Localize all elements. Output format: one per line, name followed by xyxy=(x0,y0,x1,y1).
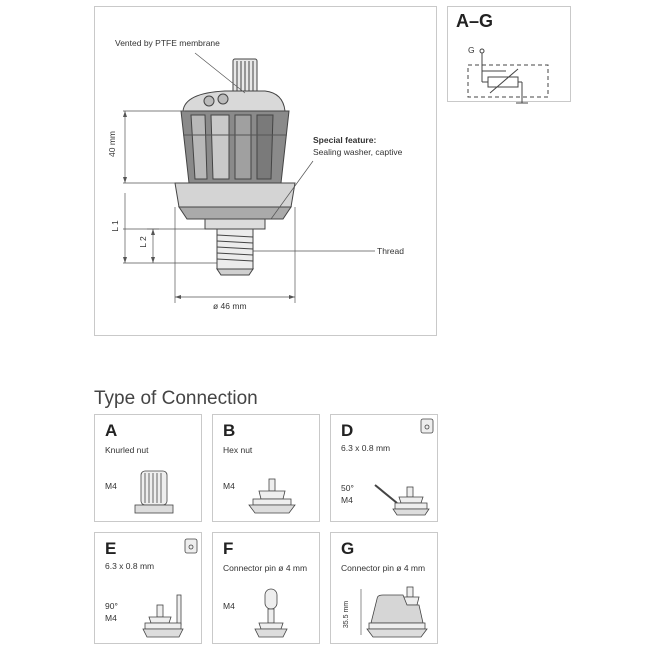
sensor-body xyxy=(180,110,290,184)
dim-l2-label: L 2 xyxy=(137,236,148,248)
dimension-lines xyxy=(123,52,375,303)
sensor-drawing-panel: Vented by PTFE membrane Special feature:… xyxy=(94,6,437,336)
cell-angle: 50° xyxy=(341,483,354,493)
cell-size: M4 xyxy=(223,601,235,611)
dim-l1-label: L 1 xyxy=(109,220,120,232)
thread-label: Thread xyxy=(377,246,404,256)
cell-size: M4 xyxy=(223,481,235,491)
cell-letter: D xyxy=(341,421,354,440)
connection-cell-d: D 6.3 x 0.8 mm 50° M4 xyxy=(330,414,438,522)
cell-size: M4 xyxy=(105,613,117,623)
sensor-top xyxy=(182,90,286,112)
hex-nut-drawing xyxy=(248,478,296,514)
connection-cell-b: B Hex nut M4 xyxy=(212,414,320,522)
cell-label: Connector pin ø 4 mm xyxy=(223,563,308,573)
schematic-panel: A–G G xyxy=(447,6,571,104)
dimension-arrows xyxy=(123,111,295,299)
cell-angle: 90° xyxy=(105,601,118,611)
vent-cap xyxy=(232,58,258,106)
cell-label: 6.3 x 0.8 mm xyxy=(105,561,155,571)
dim-height-label: 40 mm xyxy=(106,131,117,157)
connection-cell-g: G Connector pin ø 4 mm 35.5 mm xyxy=(330,532,438,644)
special-feature-title: Special feature: xyxy=(313,135,377,145)
vent-label: Vented by PTFE membrane xyxy=(115,38,220,48)
knurled-nut-drawing xyxy=(134,470,174,514)
cell-letter: E xyxy=(105,539,117,558)
cell-letter: B xyxy=(223,421,236,440)
diameter-label: ø 46 mm xyxy=(213,301,247,311)
connection-cell-a: A Knurled nut M4 xyxy=(94,414,202,522)
schematic-terminal-label: G xyxy=(468,45,475,55)
cell-letter: F xyxy=(223,539,234,558)
sensor-drawing xyxy=(123,52,375,303)
schematic-title: A–G xyxy=(456,11,494,31)
flat-connector-90-drawing xyxy=(142,538,198,638)
cell-size: M4 xyxy=(341,495,353,505)
flat-connector-50-drawing xyxy=(374,418,434,516)
sensor-thread xyxy=(216,228,254,276)
connection-title: Type of Connection xyxy=(94,388,258,409)
special-feature-text: Sealing washer, captive xyxy=(313,147,403,157)
sensor-flange xyxy=(174,182,296,230)
cell-letter: G xyxy=(341,539,355,558)
connection-cell-e: E 6.3 x 0.8 mm 90° M4 xyxy=(94,532,202,644)
cell-label: Connector pin ø 4 mm xyxy=(341,563,426,573)
resistor-schematic xyxy=(467,48,549,104)
cell-label: Knurled nut xyxy=(105,445,149,455)
connector-pin-sealed-drawing xyxy=(360,586,428,638)
cell-size: M4 xyxy=(105,481,117,491)
cell-letter: A xyxy=(105,421,118,440)
cell-label: 6.3 x 0.8 mm xyxy=(341,443,391,453)
cell-label: Hex nut xyxy=(223,445,253,455)
connection-cell-f: F Connector pin ø 4 mm M4 xyxy=(212,532,320,644)
connector-pin-drawing xyxy=(254,588,288,638)
